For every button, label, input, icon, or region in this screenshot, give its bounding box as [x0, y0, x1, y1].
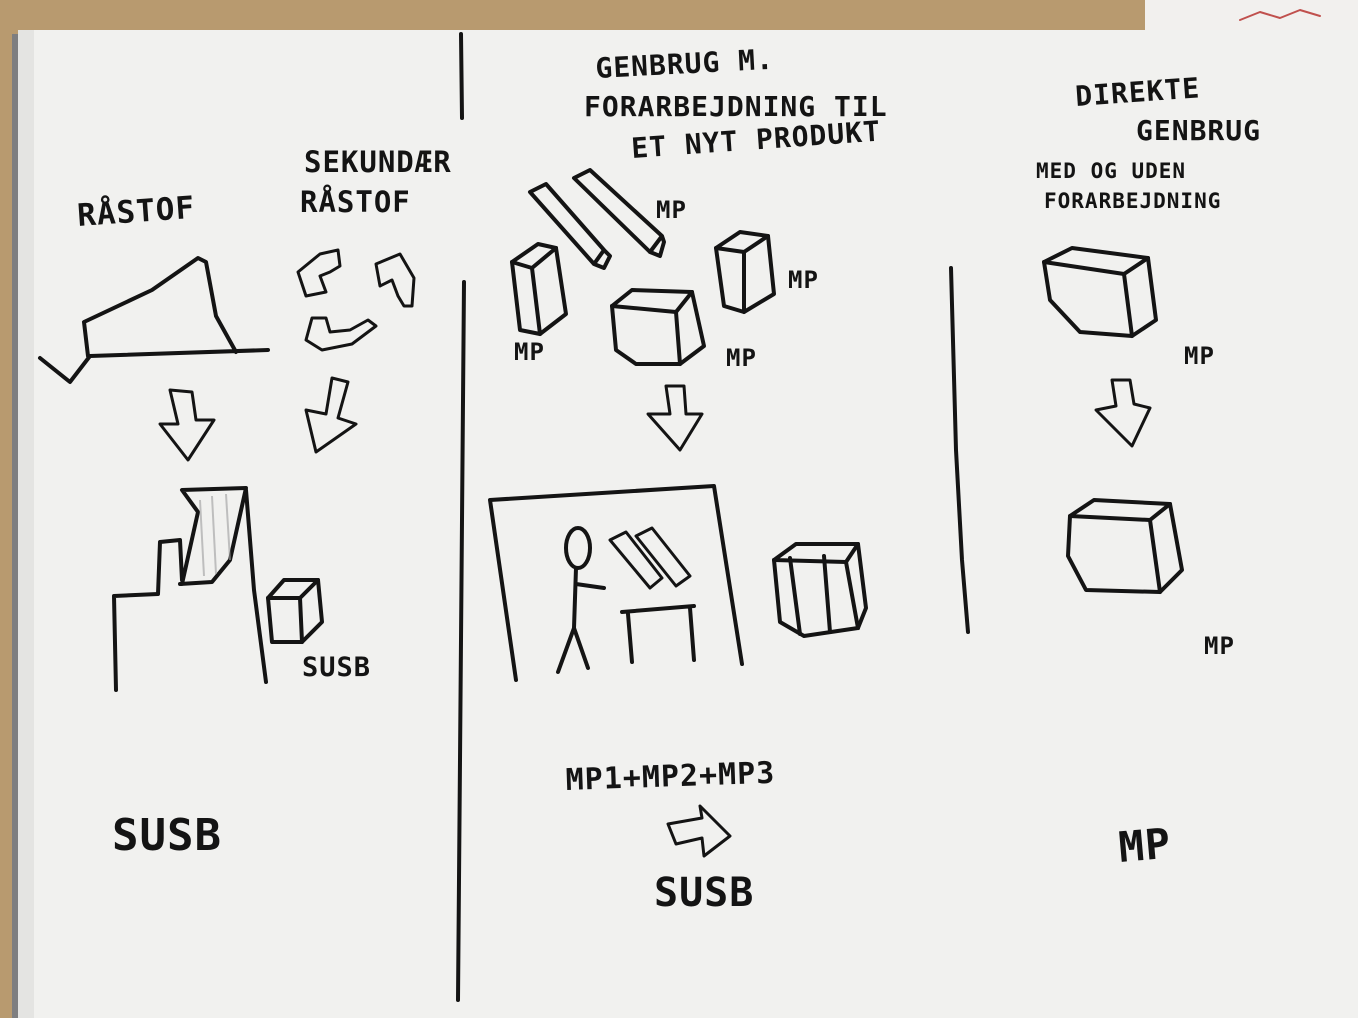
- divider-top: [461, 34, 462, 118]
- label-mp-box-center: MP: [726, 344, 757, 372]
- label-mp-top-right: MP: [1184, 342, 1215, 370]
- label-mp-box-right: MP: [788, 266, 819, 294]
- label-mp-bottom-right: MP: [1204, 632, 1235, 660]
- label-mp-right-final: MP: [1117, 819, 1174, 872]
- label-susb-left: SUSB: [112, 810, 222, 861]
- label-susb-small: SUSB: [302, 652, 371, 683]
- label-susb-center: SUSB: [654, 870, 754, 916]
- label-mp-beams: MP: [656, 196, 687, 224]
- formula: MP1+MP2+MP3: [565, 756, 776, 798]
- label-sekunder-1: SEKUNDÆR: [304, 145, 452, 179]
- title-direkte-2: GENBRUG: [1136, 114, 1261, 147]
- title-direkte-3: MED OG UDEN: [1036, 159, 1186, 183]
- label-sekunder-2: RÅSTOF: [300, 185, 411, 219]
- sheet-edge: [18, 30, 34, 1018]
- label-mp-box-left: MP: [514, 338, 545, 366]
- title-direkte-4: FORARBEJDNING: [1044, 189, 1221, 213]
